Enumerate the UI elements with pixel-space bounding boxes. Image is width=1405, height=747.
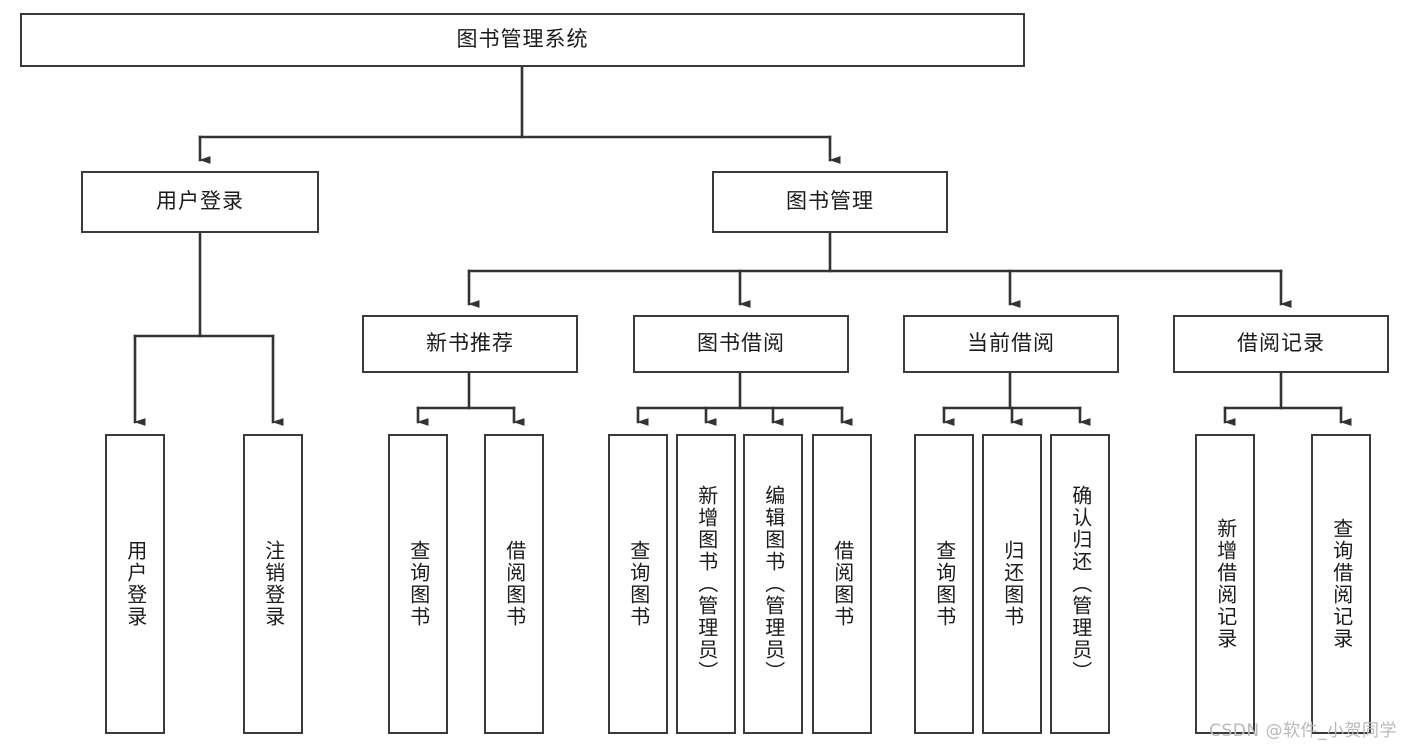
node-label: 确认归还（管理员）: [1068, 485, 1093, 683]
node-label: 编辑图书（管理员）: [761, 485, 786, 683]
leaf-current-borrow-query[interactable]: 查询图书: [914, 434, 974, 734]
node-label: 用户登录: [156, 189, 244, 214]
node-label: 查询图书: [626, 540, 651, 628]
leaf-book-borrow-add-admin[interactable]: 新增图书（管理员）: [676, 434, 736, 734]
node-label: 借阅图书: [502, 540, 527, 628]
leaf-user-login-login[interactable]: 用户登录: [105, 434, 165, 734]
node-user-login[interactable]: 用户登录: [81, 171, 319, 233]
node-label: 图书借阅: [697, 331, 785, 356]
node-label: 查询图书: [406, 540, 431, 628]
leaf-new-book-borrow[interactable]: 借阅图书: [484, 434, 544, 734]
leaf-user-login-logout[interactable]: 注销登录: [243, 434, 303, 734]
node-label: 图书管理系统: [456, 27, 589, 52]
node-label: 归还图书: [1000, 540, 1025, 628]
node-label: 新增借阅记录: [1213, 518, 1238, 650]
leaf-new-book-query[interactable]: 查询图书: [388, 434, 448, 734]
node-new-book-recommend[interactable]: 新书推荐: [362, 315, 578, 373]
leaf-borrow-record-add[interactable]: 新增借阅记录: [1195, 434, 1255, 734]
node-label: 查询借阅记录: [1329, 518, 1354, 650]
node-label: 借阅记录: [1237, 331, 1325, 356]
node-label: 新增图书（管理员）: [694, 485, 719, 683]
node-label: 当前借阅: [967, 331, 1055, 356]
leaf-book-borrow-query[interactable]: 查询图书: [608, 434, 668, 734]
node-label: 新书推荐: [426, 331, 514, 356]
leaf-book-borrow-edit-admin[interactable]: 编辑图书（管理员）: [743, 434, 803, 734]
node-label: 用户登录: [123, 540, 148, 628]
leaf-current-borrow-return[interactable]: 归还图书: [982, 434, 1042, 734]
leaf-current-borrow-confirm-return-admin[interactable]: 确认归还（管理员）: [1050, 434, 1110, 734]
node-borrow-record[interactable]: 借阅记录: [1173, 315, 1389, 373]
node-label: 注销登录: [261, 540, 286, 628]
node-book-borrow[interactable]: 图书借阅: [633, 315, 849, 373]
node-label: 查询图书: [932, 540, 957, 628]
node-root-book-management-system[interactable]: 图书管理系统: [20, 13, 1025, 67]
node-label: 图书管理: [786, 189, 874, 214]
node-current-borrow[interactable]: 当前借阅: [903, 315, 1119, 373]
leaf-borrow-record-query[interactable]: 查询借阅记录: [1311, 434, 1371, 734]
node-label: 借阅图书: [830, 540, 855, 628]
leaf-book-borrow-borrow[interactable]: 借阅图书: [812, 434, 872, 734]
node-book-management[interactable]: 图书管理: [712, 171, 948, 233]
